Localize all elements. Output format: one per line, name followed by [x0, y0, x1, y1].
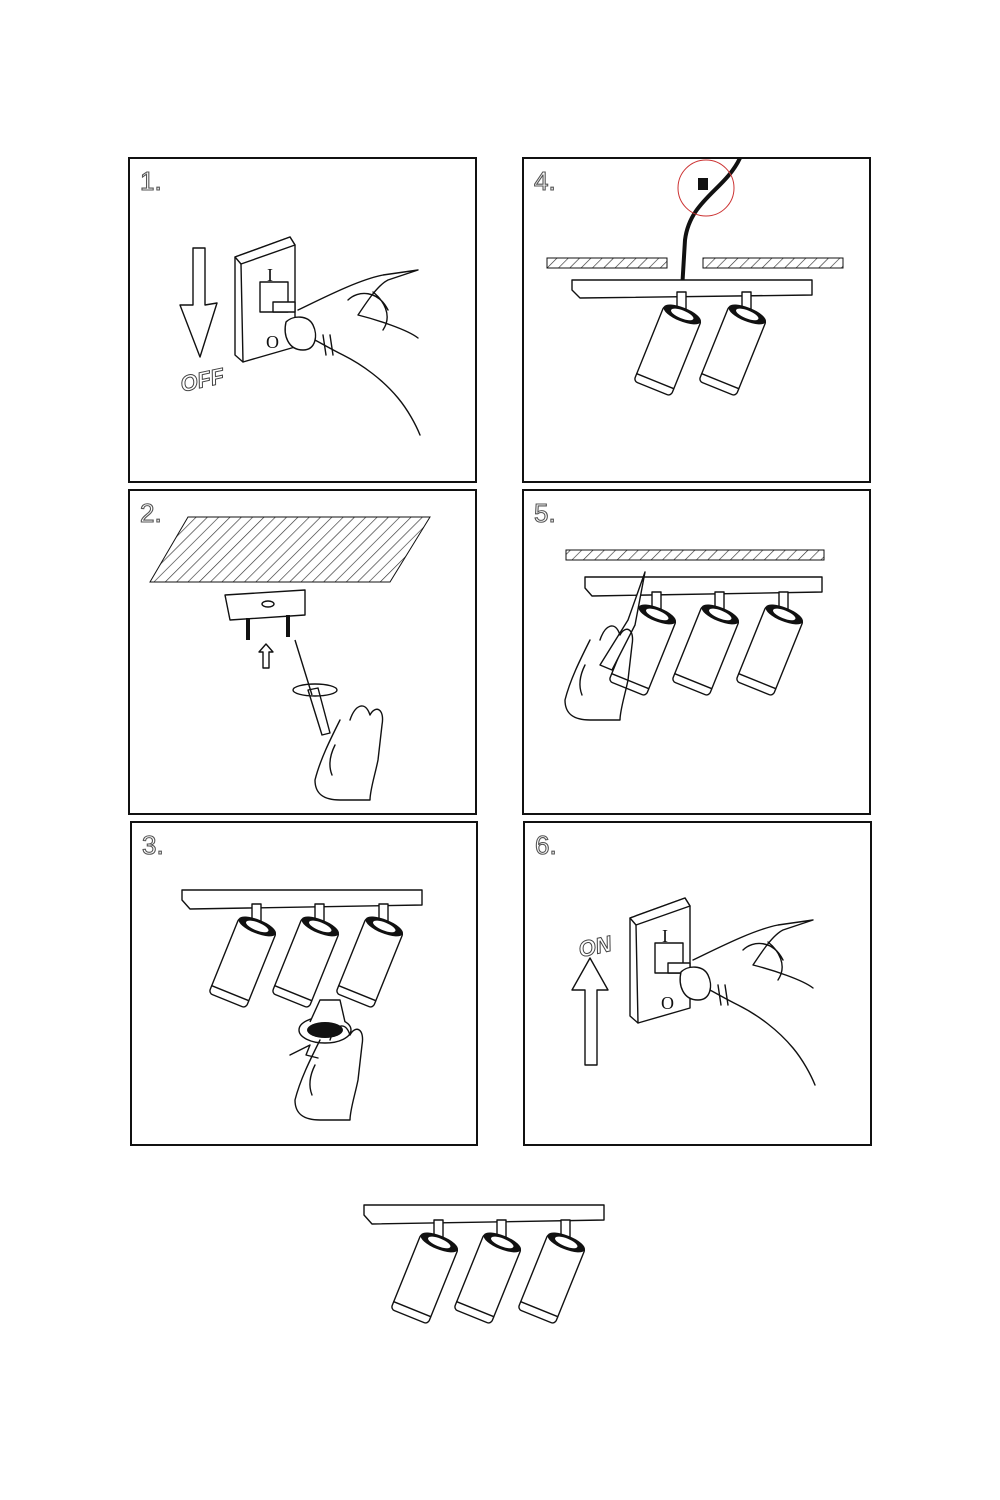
off-mark: O — [266, 332, 279, 352]
off-mark: O — [661, 993, 674, 1013]
arrow-up-icon — [258, 643, 274, 669]
wall-switch: I O — [629, 897, 691, 1024]
finished-spotlight-fixture — [363, 1204, 605, 1325]
screwdriver-icon — [294, 639, 331, 736]
arrow-down-icon — [179, 247, 218, 358]
step-2-panel: 2. — [128, 489, 477, 815]
on-mark: I — [662, 926, 668, 946]
cable — [680, 157, 742, 291]
wall-switch: I O — [234, 236, 296, 363]
gu10-bulb-icon — [298, 999, 352, 1044]
on-mark: I — [267, 265, 273, 285]
step-5-panel: 5. — [522, 489, 871, 815]
screwdriver-icon — [599, 571, 646, 671]
step-number: 4. — [534, 166, 556, 196]
step-number: 6. — [535, 830, 557, 860]
step-number: 2. — [140, 498, 162, 528]
step-4-panel: 4. — [522, 157, 871, 483]
step-1-panel: 1. OFF I O — [128, 157, 477, 483]
connector-detail-circle — [677, 159, 735, 217]
arrow-up-icon — [571, 957, 609, 1066]
step-6-panel: 6. ON I O — [523, 821, 872, 1146]
step-number: 1. — [140, 166, 162, 196]
step-number: 5. — [534, 498, 556, 528]
step-number: 3. — [142, 830, 164, 860]
screw-icon — [246, 615, 290, 640]
step-3-panel: 3. — [130, 821, 478, 1146]
